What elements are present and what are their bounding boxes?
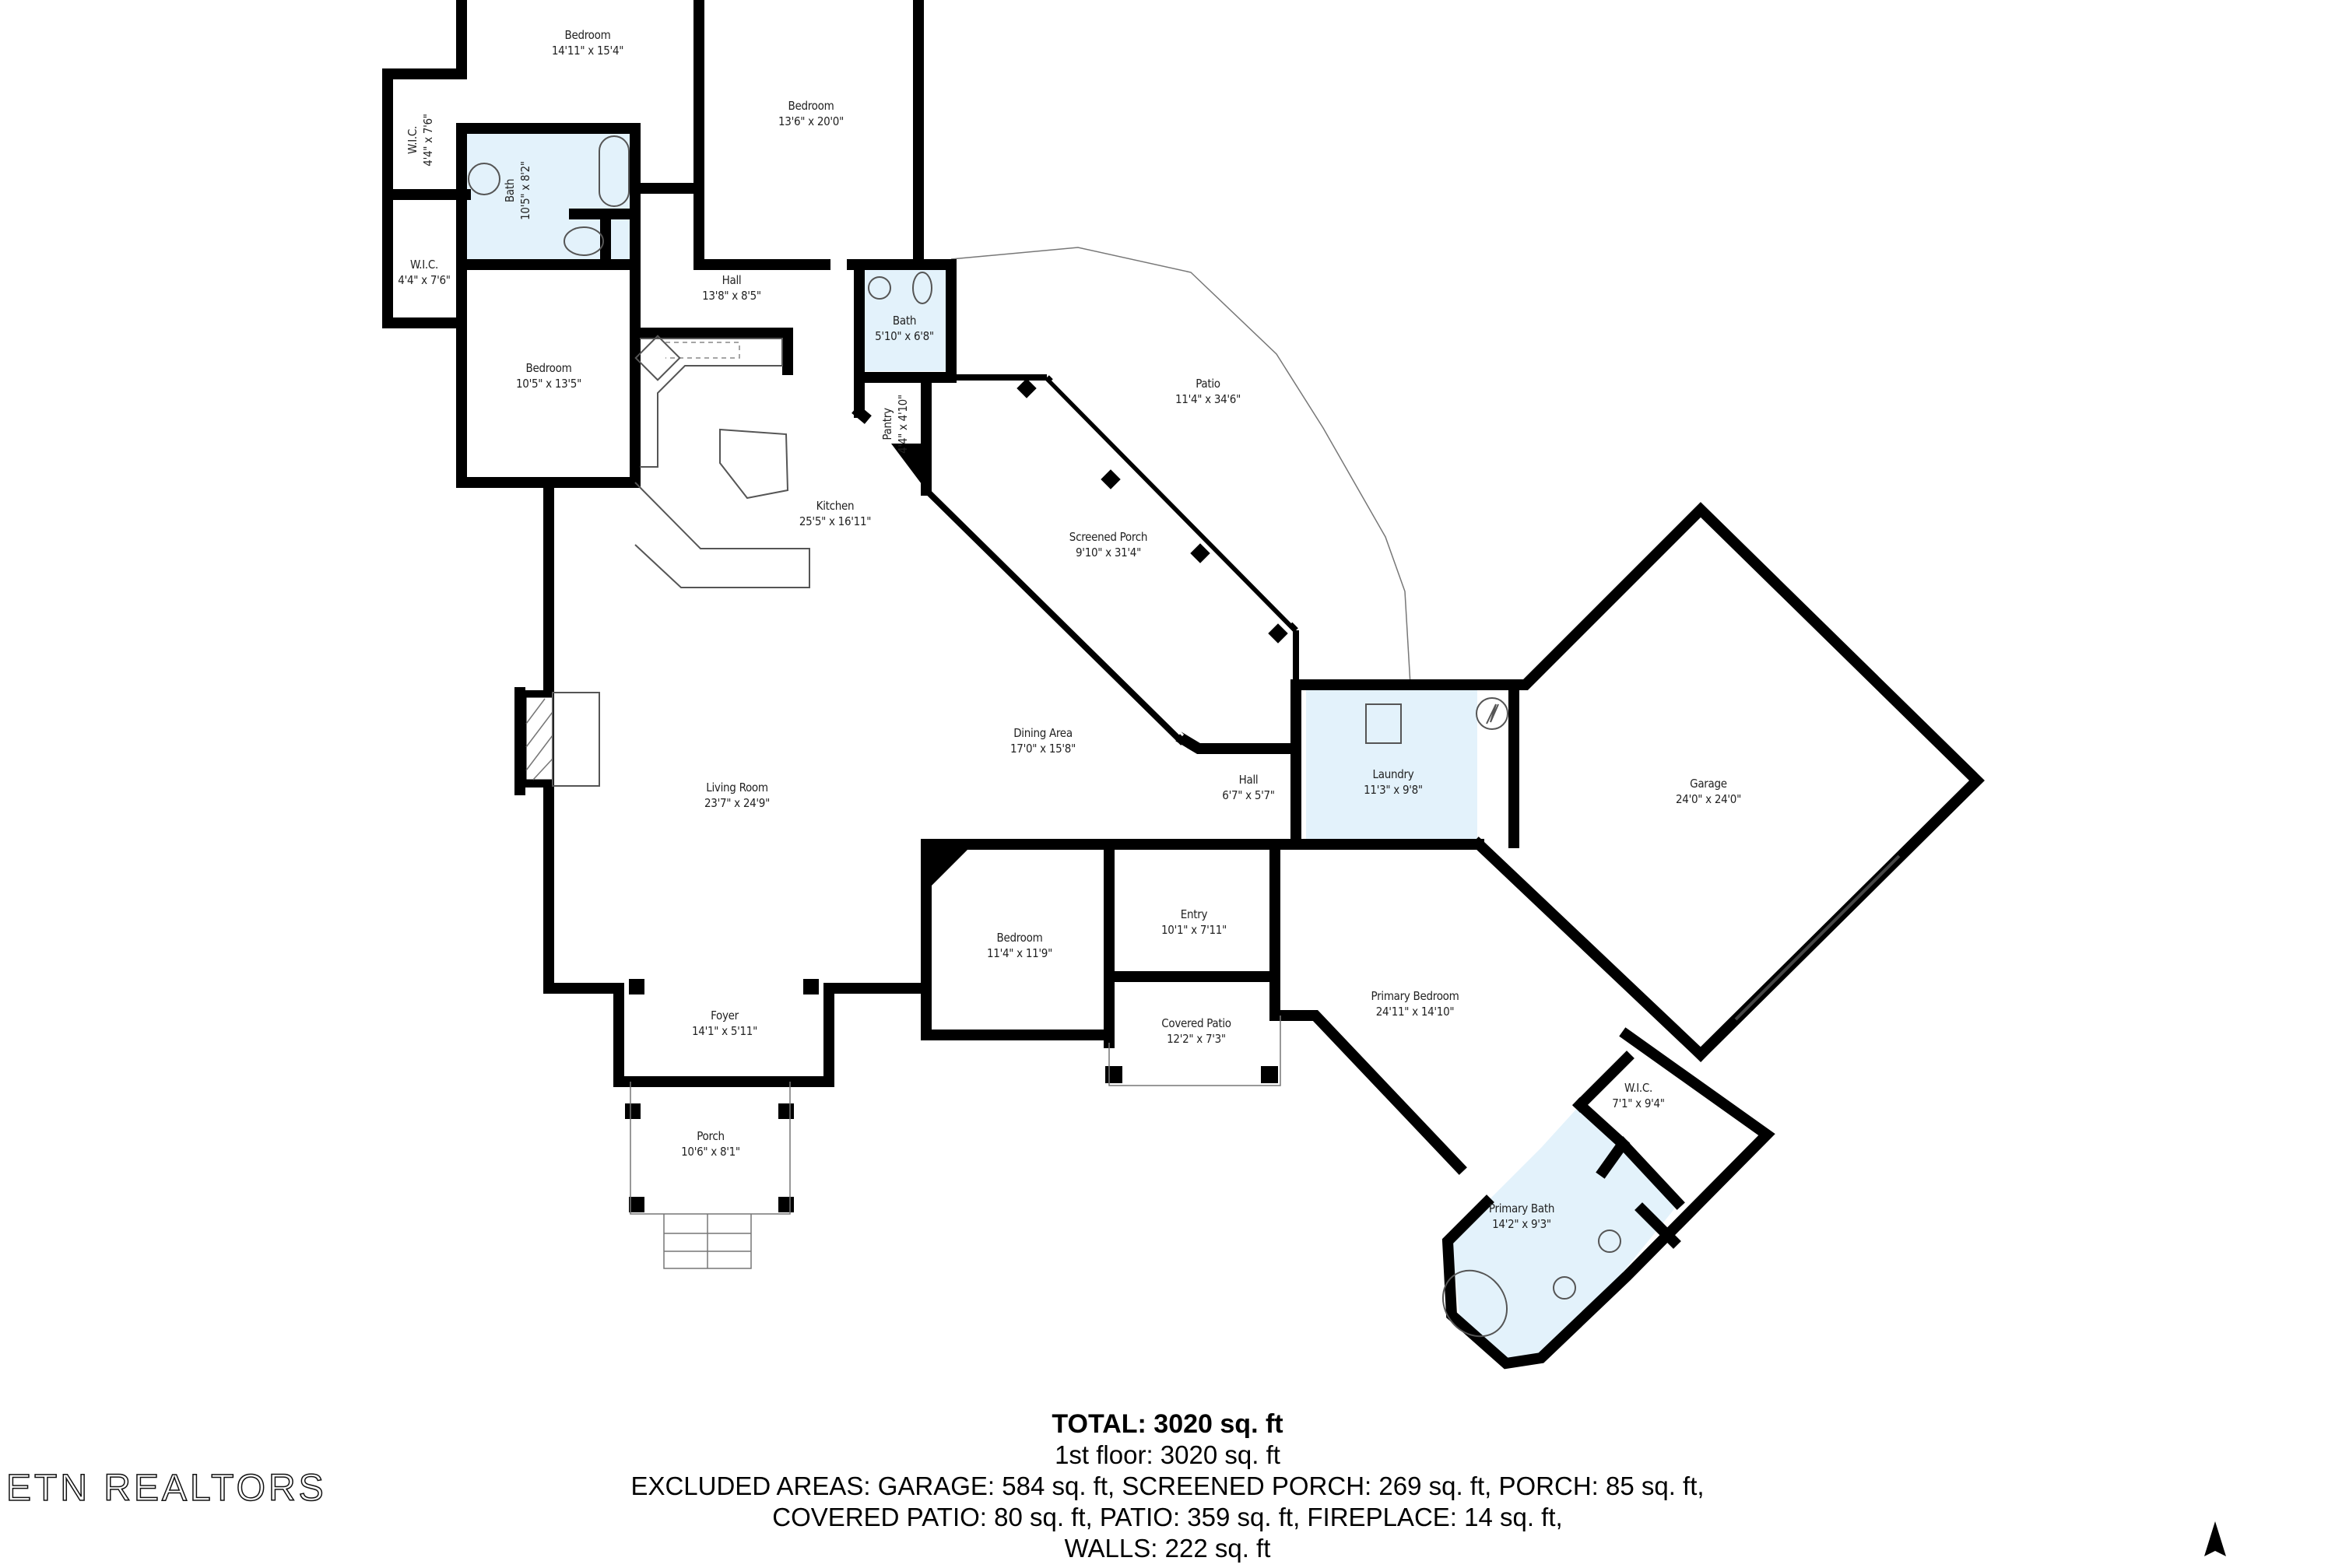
excluded-areas-line-2: COVERED PATIO: 80 sq. ft, PATIO: 359 sq.… [772, 1503, 1563, 1531]
room-name: Dining Area [1013, 726, 1073, 740]
room-dimensions: 24'11" x 14'10" [1375, 1005, 1455, 1019]
room-name: Living Room [706, 780, 768, 795]
room-dimensions: 24'0" x 24'0" [1676, 792, 1741, 806]
room-name: Laundry [1372, 767, 1414, 781]
columns [625, 378, 1288, 1212]
room-name: Porch [697, 1129, 725, 1143]
room-label-wic-primary: W.I.C.7'1" x 9'4" [1612, 1080, 1665, 1111]
room-label-laundry: Laundry 11'3" x 9'8" [1364, 766, 1423, 798]
room-dimensions: 11'4" x 11'9" [987, 946, 1052, 960]
room-label-porch: Porch 10'6" x 8'1" [681, 1128, 740, 1159]
room-label-entry: Entry 10'1" x 7'11" [1161, 907, 1227, 938]
room-label-primary-bath: Primary Bath 14'2" x 9'3" [1489, 1201, 1554, 1232]
excluded-areas-line-1: EXCLUDED AREAS: GARAGE: 584 sq. ft, SCRE… [630, 1472, 1705, 1500]
room-dimensions: 10'6" x 8'1" [681, 1145, 740, 1159]
room-dimensions: 6'7" x 5'7" [1222, 788, 1275, 802]
room-name: Bedroom [525, 361, 572, 375]
room-dimensions: 4'4" x 4'10" [896, 395, 910, 454]
room-name: Hall [722, 273, 742, 287]
room-name: Bath [503, 178, 517, 203]
brand-logo: ETN REALTORS [5, 1467, 327, 1510]
room-dimensions: 10'5" x 8'2" [518, 161, 532, 220]
room-dimensions: 14'11" x 15'4" [551, 44, 624, 58]
walls-area: WALLS: 222 sq. ft [1064, 1534, 1271, 1563]
room-dimensions: 25'5" x 16'11" [799, 514, 872, 528]
room-dimensions: 11'3" x 9'8" [1364, 783, 1423, 797]
room-name: Pantry [880, 408, 894, 440]
cooktop-icon [634, 335, 681, 381]
floor-area: 1st floor: 3020 sq. ft [1055, 1440, 1280, 1469]
room-name: Patio [1196, 377, 1220, 391]
room-name: Foyer [711, 1009, 739, 1023]
room-label-dining: Dining Area 17'0" x 15'8" [1010, 725, 1076, 756]
room-label-covered-patio: Covered Patio 12'2" x 7'3" [1161, 1016, 1231, 1047]
room-dimensions: 13'6" x 20'0" [778, 114, 844, 128]
screened-porch-walls [891, 374, 1299, 745]
room-label-bedroom-w: Bedroom 10'5" x 13'5" [516, 360, 581, 391]
room-label-wic-2: W.I.C.4'4" x 7'6" [398, 257, 451, 288]
room-dimensions: 14'2" x 9'3" [1492, 1217, 1551, 1231]
room-name: Entry [1180, 907, 1208, 921]
kitchen-counters [634, 335, 810, 588]
room-name: Garage [1690, 777, 1727, 791]
room-dimensions: 9'10" x 31'4" [1076, 545, 1141, 559]
total-area: TOTAL: 3020 sq. ft [1052, 1409, 1283, 1439]
room-label-wic-1: W.I.C.4'4" x 7'6" [405, 114, 436, 166]
room-name: W.I.C. [1624, 1081, 1653, 1095]
room-dimensions: 5'10" x 6'8" [875, 329, 934, 343]
room-dimensions: 23'7" x 24'9" [704, 796, 770, 810]
outdoor-outlines [630, 1016, 1281, 1269]
room-dimensions: 10'5" x 13'5" [516, 377, 581, 391]
room-dimensions: 13'8" x 8'5" [702, 289, 761, 303]
area-summary: TOTAL: 3020 sq. ft 1st floor: 3020 sq. f… [0, 1408, 2335, 1564]
water-heater-icon [1476, 697, 1508, 730]
room-dimensions: 7'1" x 9'4" [1612, 1096, 1665, 1110]
room-name: Bath [892, 314, 917, 328]
room-dimensions: 4'4" x 7'6" [421, 114, 435, 167]
room-name: Bedroom [996, 931, 1043, 945]
room-name: Primary Bedroom [1371, 989, 1459, 1003]
room-name: Kitchen [816, 499, 855, 513]
room-dimensions: 10'1" x 7'11" [1161, 923, 1227, 937]
room-dimensions: 4'4" x 7'6" [398, 273, 451, 287]
room-name: W.I.C. [409, 258, 439, 272]
room-name: Covered Patio [1161, 1016, 1231, 1030]
room-name: Bedroom [788, 99, 834, 113]
room-dimensions: 17'0" x 15'8" [1010, 742, 1076, 756]
patio-outline [950, 247, 1411, 686]
room-dimensions: 14'1" x 5'11" [692, 1024, 757, 1038]
room-label-hall-n: Hall 13'8" x 8'5" [702, 272, 761, 303]
room-label-bedroom-nw: Bedroom 14'11" x 15'4" [551, 27, 624, 58]
room-label-primary-bedroom: Primary Bedroom 24'11" x 14'10" [1371, 988, 1459, 1019]
room-name: W.I.C. [406, 125, 420, 155]
bath-fixtures [468, 135, 1621, 1338]
room-dimensions: 12'2" x 7'3" [1167, 1032, 1226, 1046]
room-name: Hall [1238, 773, 1259, 787]
north-arrow-icon [2204, 1521, 2226, 1556]
garage-door [1734, 854, 1901, 1021]
room-name: Primary Bath [1488, 1201, 1555, 1215]
room-name: Screened Porch [1069, 530, 1148, 544]
room-dimensions: 11'4" x 34'6" [1175, 392, 1241, 406]
fireplace-icon [518, 690, 600, 788]
room-name: Bedroom [564, 28, 611, 42]
